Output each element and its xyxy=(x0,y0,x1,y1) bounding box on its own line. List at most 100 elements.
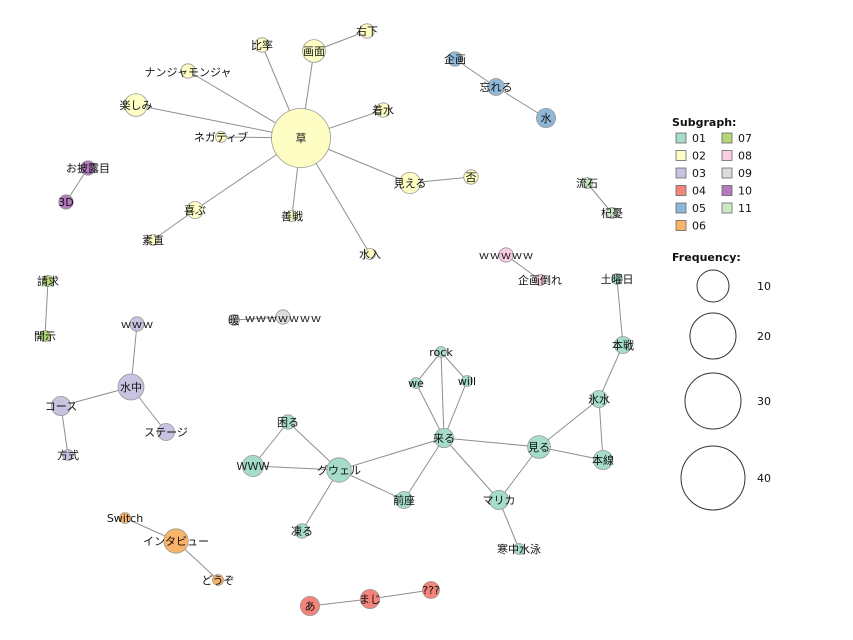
node-kiyu[interactable] xyxy=(606,207,618,219)
legend-swatch-04 xyxy=(675,185,687,196)
node-kuru[interactable] xyxy=(433,427,454,448)
node-hoshiki[interactable] xyxy=(62,449,74,461)
node-ohirome[interactable] xyxy=(80,160,96,176)
node-kogoeru[interactable] xyxy=(294,523,310,539)
node-seikyu[interactable] xyxy=(42,275,54,287)
node-label-doyoubi: 土曜日 xyxy=(601,273,634,286)
node-kusa[interactable] xyxy=(271,108,331,168)
edge-rock-we xyxy=(415,351,442,384)
node-komaru[interactable] xyxy=(280,414,296,430)
node-doyoubi[interactable] xyxy=(611,273,623,285)
node-wasureru[interactable] xyxy=(487,78,505,96)
frequency-label-20: 20 xyxy=(757,330,771,343)
legend-swatch-09 xyxy=(721,167,733,179)
node-yorokobu[interactable] xyxy=(186,201,204,219)
node-qqq[interactable] xyxy=(422,581,440,599)
node-honsen[interactable] xyxy=(614,336,632,354)
node-label-honsen: 本戦 xyxy=(612,338,634,352)
node-chakusui[interactable] xyxy=(375,102,391,118)
node-label-wwwwwww: ｗｗｗｗｗｗｗ xyxy=(245,312,322,325)
node-negative[interactable] xyxy=(215,131,227,143)
node-label-miru: 見る xyxy=(528,441,550,454)
legend-label-04: 04 xyxy=(692,185,706,198)
node-zenza[interactable] xyxy=(395,491,413,509)
frequency-legend-items: 10 20 30 40 xyxy=(680,269,771,511)
node-label-kikakudaore: 企画倒れ xyxy=(518,273,562,287)
node-label-mizuiri: 水入 xyxy=(359,248,381,261)
frequency-label-30: 30 xyxy=(757,395,771,408)
node-label-hoshiki: 方式 xyxy=(57,448,79,462)
node-label-www: ＷＷＷ xyxy=(237,460,270,473)
node-label-mieru: 見える xyxy=(394,177,427,190)
node-mieru[interactable] xyxy=(398,171,421,194)
node-will[interactable] xyxy=(461,375,473,387)
legend-swatch-11 xyxy=(721,202,733,214)
edge-rock-will xyxy=(440,351,468,382)
node-label-ohirome: お披露目 xyxy=(66,161,110,175)
node-hiritsu[interactable] xyxy=(254,37,270,53)
node-marika[interactable] xyxy=(488,489,509,510)
node-label-ina: 否 xyxy=(466,171,477,184)
node-wwwww[interactable] xyxy=(498,247,514,263)
node-we[interactable] xyxy=(410,377,422,389)
node-nanjya[interactable] xyxy=(180,63,196,79)
node-www[interactable] xyxy=(241,454,264,477)
legend-label-09: 09 xyxy=(738,167,752,180)
node-label-wwwww: ｗｗｗｗｗ xyxy=(479,249,534,262)
legend-label-07: 07 xyxy=(738,132,752,145)
edge-kuru-zenza xyxy=(403,437,445,501)
legend-label-02: 02 xyxy=(692,150,706,163)
node-kaiji[interactable] xyxy=(39,330,51,342)
node-stage[interactable] xyxy=(157,423,175,441)
node-label-kikaku: 企画 xyxy=(444,52,466,66)
node-dan[interactable] xyxy=(228,314,240,326)
node-wwwwwww[interactable] xyxy=(275,309,291,325)
node-guel[interactable] xyxy=(326,457,352,483)
legend-label-08: 08 xyxy=(738,150,752,163)
frequency-label-10: 10 xyxy=(757,280,771,293)
node-suisui[interactable] xyxy=(590,390,608,408)
node-label-guel: グウェル xyxy=(317,463,361,477)
frequency-circle-20 xyxy=(689,312,737,360)
node-layer xyxy=(39,23,632,617)
node-kanchu[interactable] xyxy=(513,543,525,555)
node-label-zensen: 善戦 xyxy=(281,209,303,223)
node-a[interactable] xyxy=(299,596,320,617)
node-kikaku[interactable] xyxy=(447,51,463,67)
node-miru[interactable] xyxy=(527,435,551,459)
node-mizuiri[interactable] xyxy=(364,248,376,260)
legend-swatch-05 xyxy=(675,202,687,214)
node-label-ryuseki: 流石 xyxy=(576,176,598,190)
node-label-qqq: ??? xyxy=(422,584,440,597)
node-label-interview: インタビュー xyxy=(143,535,209,548)
node-interview[interactable] xyxy=(163,528,189,554)
node-rock[interactable] xyxy=(435,346,447,358)
node-sunao[interactable] xyxy=(147,234,159,246)
node-ryuseki[interactable] xyxy=(581,177,593,189)
node-label-hiritsu: 比率 xyxy=(251,38,273,52)
frequency-circle-30 xyxy=(684,372,742,430)
node-www3[interactable] xyxy=(129,316,145,332)
frequency-circle-40 xyxy=(680,445,746,511)
node-mizu[interactable] xyxy=(536,108,557,129)
node-honsen2[interactable] xyxy=(593,449,614,470)
edge-kuru-guel xyxy=(338,437,445,471)
node-maji[interactable] xyxy=(359,589,380,610)
edge-ryuseki-kiyu xyxy=(586,182,613,214)
node-kikakudaore[interactable] xyxy=(534,274,546,286)
node-migishita[interactable] xyxy=(359,23,375,39)
node-course[interactable] xyxy=(51,395,72,416)
subgraph-legend-title: Subgraph: xyxy=(672,116,736,129)
node-ina[interactable] xyxy=(463,169,479,185)
node-label-will: will xyxy=(458,375,476,388)
node-suichu[interactable] xyxy=(117,373,145,401)
node-zensen[interactable] xyxy=(286,210,298,222)
node-3d[interactable] xyxy=(58,194,74,210)
node-switch[interactable] xyxy=(119,512,131,524)
node-label-wasureru: 忘れる xyxy=(480,80,513,94)
frequency-label-40: 40 xyxy=(757,472,771,485)
node-tanoshimi[interactable] xyxy=(124,93,148,117)
node-gamen[interactable] xyxy=(302,39,326,63)
node-douzo[interactable] xyxy=(212,574,224,586)
